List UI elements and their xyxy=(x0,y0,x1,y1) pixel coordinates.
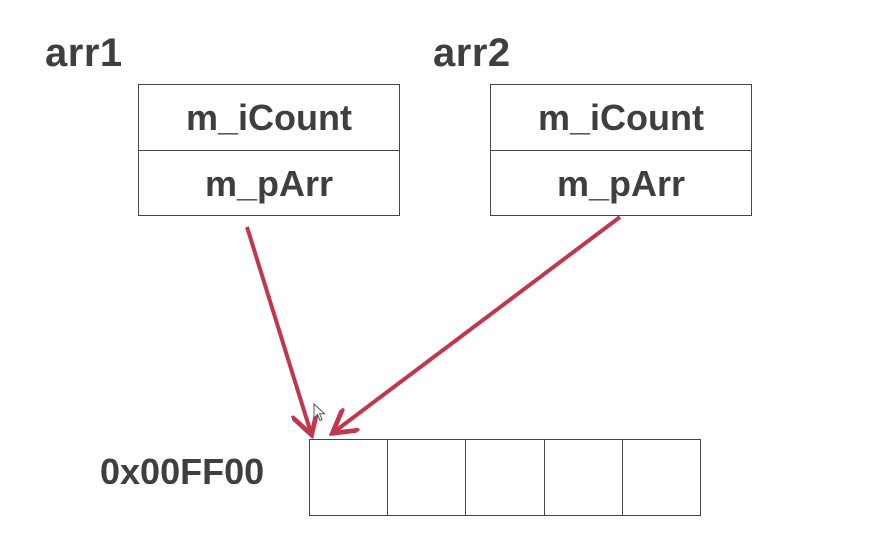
mouse-pointer-icon xyxy=(313,403,326,422)
memory-cell xyxy=(623,440,700,515)
arr1-field-count: m_iCount xyxy=(139,85,399,151)
arr1-struct-box: m_iCount m_pArr xyxy=(138,84,400,216)
memory-cell xyxy=(310,440,389,515)
memory-block xyxy=(309,439,701,516)
arr2-field-pointer: m_pArr xyxy=(556,163,686,204)
arr2-label: arr2 xyxy=(433,31,511,75)
memory-cell xyxy=(466,440,545,515)
arr2-field-count: m_iCount xyxy=(491,85,751,151)
arr1-field-pointer: m_pArr xyxy=(204,163,334,204)
memory-cell xyxy=(388,440,467,515)
memory-address-label: 0x00FF00 xyxy=(100,451,265,492)
arr2-pointer-arrow xyxy=(334,215,622,432)
memory-cell xyxy=(545,440,623,515)
arr2-struct-box: m_iCount m_pArr xyxy=(490,84,752,216)
arr1-pointer-arrow xyxy=(245,226,311,433)
arr1-label: arr1 xyxy=(45,31,123,75)
